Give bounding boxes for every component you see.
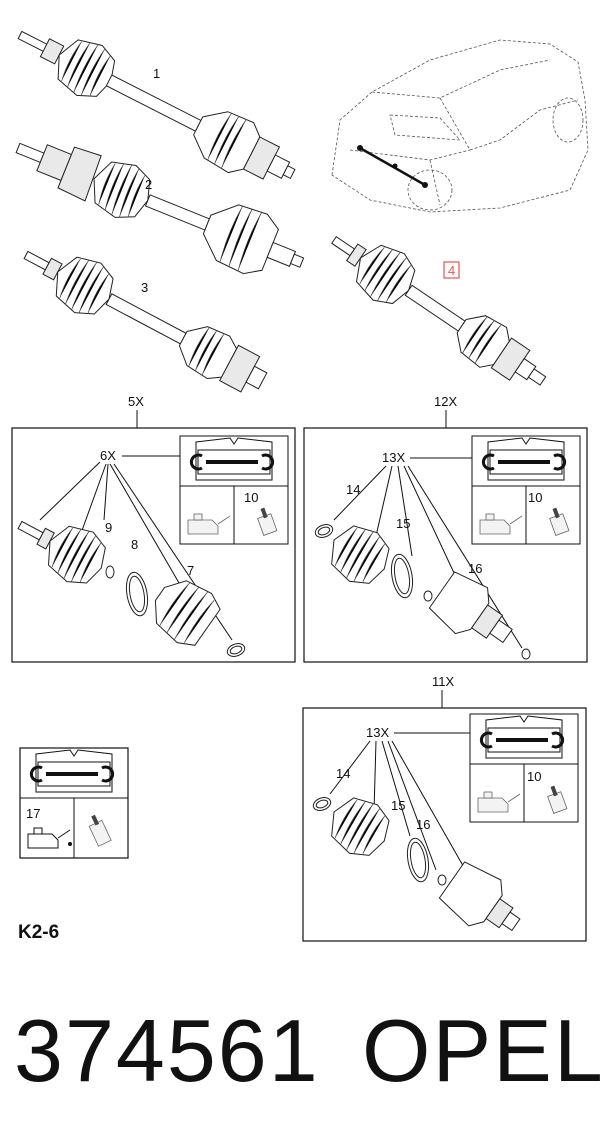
callout-15-box12: 15 bbox=[396, 516, 410, 531]
callout-3: 3 bbox=[141, 280, 148, 295]
callout-6x: 6X bbox=[100, 448, 116, 463]
drive-shaft-1 bbox=[17, 29, 296, 180]
callout-12x: 12X bbox=[434, 394, 457, 409]
callout-14-box11: 14 bbox=[336, 766, 350, 781]
callout-9: 9 bbox=[105, 520, 112, 535]
callout-7: 7 bbox=[187, 563, 194, 578]
callout-1: 1 bbox=[153, 66, 160, 81]
exploded-parts-diagram: 1 2 3 4 5X 10 6X bbox=[11, 29, 589, 942]
kit-box-11x: 11X 10 13X 14 bbox=[302, 674, 587, 942]
callout-14-box12: 14 bbox=[346, 482, 360, 497]
grease-tube-icon bbox=[549, 507, 570, 536]
oil-can-icon bbox=[479, 513, 523, 535]
kit-box-12x: 12X 10 13X 14 bbox=[303, 394, 588, 663]
service-box-17: 17 bbox=[19, 747, 129, 859]
callout-17: 17 bbox=[26, 806, 40, 821]
repair-manual-icon bbox=[189, 437, 275, 481]
diagram-code: K2-6 bbox=[18, 922, 60, 943]
callout-8: 8 bbox=[131, 537, 138, 552]
wrench-icon bbox=[29, 765, 115, 783]
wrench-icon bbox=[189, 453, 275, 471]
repair-manual-icon bbox=[29, 749, 115, 793]
brand-name: OPEL bbox=[362, 1001, 600, 1100]
callout-10-box12: 10 bbox=[528, 490, 542, 505]
callout-11x: 11X bbox=[432, 674, 454, 689]
kit-box-5x: 5X 10 6X bbox=[11, 394, 296, 663]
callout-16-box12: 16 bbox=[468, 561, 482, 576]
callout-4: 4 bbox=[448, 263, 455, 278]
callout-15-box11: 15 bbox=[391, 798, 405, 813]
drive-shaft-3 bbox=[23, 246, 268, 393]
wrench-icon bbox=[481, 453, 567, 471]
callout-5x: 5X bbox=[128, 394, 144, 409]
grease-tube-icon bbox=[88, 814, 112, 847]
car-icon bbox=[331, 39, 589, 213]
grease-tube-icon bbox=[547, 785, 568, 814]
part-number: 374561 bbox=[14, 1001, 320, 1100]
oil-can-icon bbox=[477, 791, 521, 813]
oil-can-icon bbox=[187, 513, 231, 535]
callout-13x-box11: 13X bbox=[366, 725, 389, 740]
drive-shaft-4 bbox=[331, 234, 547, 386]
callout-13x-box12: 13X bbox=[382, 450, 405, 465]
oil-can-icon bbox=[27, 827, 72, 849]
callout-10-box11: 10 bbox=[527, 769, 541, 784]
callout-10-box5: 10 bbox=[244, 490, 258, 505]
wrench-icon bbox=[479, 731, 565, 749]
callout-16-box11: 16 bbox=[416, 817, 430, 832]
repair-manual-icon bbox=[481, 437, 567, 481]
drive-shaft-2 bbox=[15, 142, 305, 275]
grease-tube-icon bbox=[257, 507, 278, 536]
callout-2: 2 bbox=[145, 177, 152, 192]
highlight-box-4 bbox=[443, 261, 460, 279]
repair-manual-icon bbox=[479, 715, 565, 759]
